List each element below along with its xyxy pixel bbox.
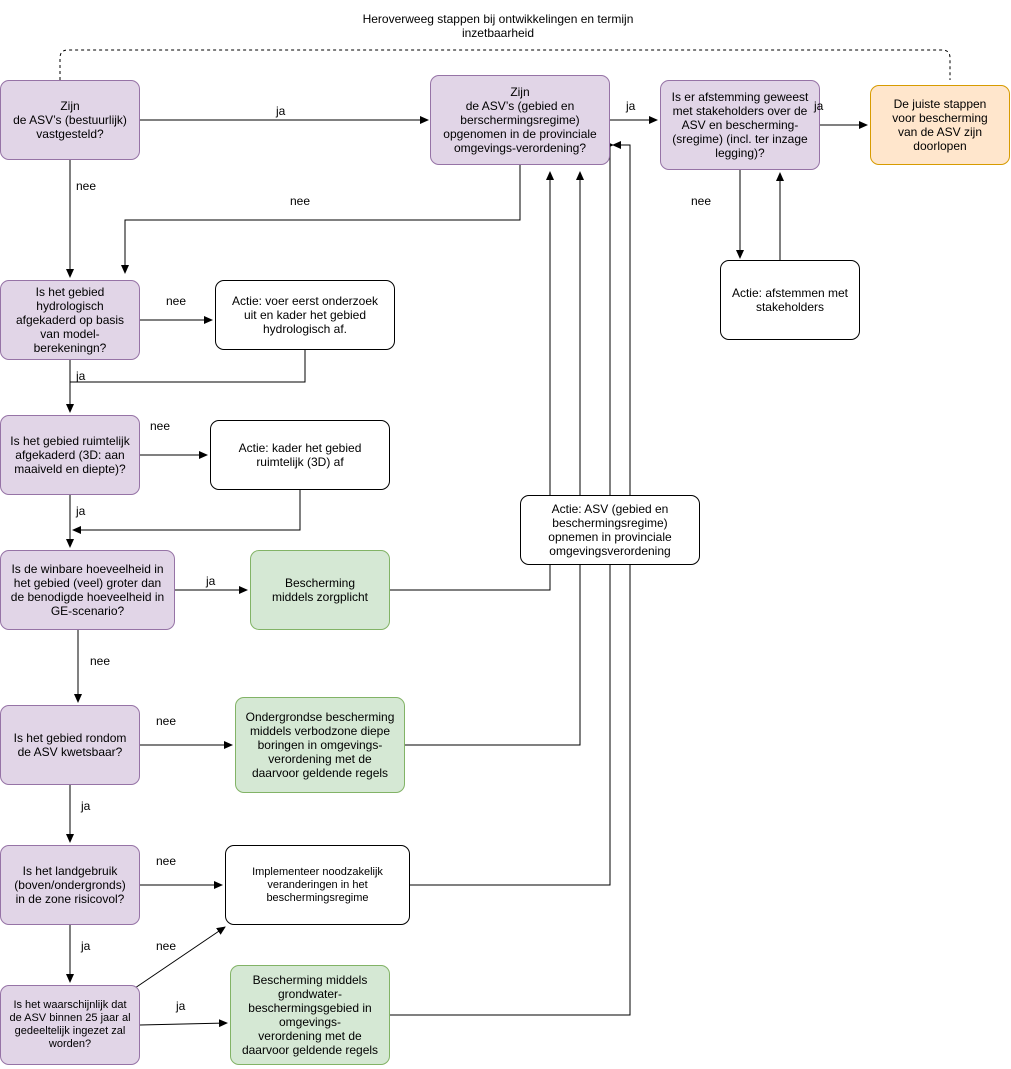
node-grondwater[interactable]: Bescherming middels grondwater- bescherm… [230,965,390,1065]
edge-label-ja: ja [626,99,636,113]
edge-actie-ruimtelijk-return [72,490,301,534]
edge-label-ja: ja [76,504,86,518]
node-ondergrondse[interactable]: Ondergrondse bescherming middels verbodz… [235,697,405,793]
node-actie-asv-opnemen[interactable]: Actie: ASV (gebied en beschermingsregime… [520,495,700,565]
feedback-loop-line [59,49,951,80]
edge-zorgplicht-opgenomen [390,171,554,591]
edge-label-ja: ja [81,939,91,953]
feedback-loop-label: Heroverweeg stappen bij ontwikkelingen e… [362,12,634,40]
edge-label-ja: ja [814,99,824,113]
node-winbare-hoeveelheid[interactable]: Is de winbare hoeveelheid in het gebied … [0,550,175,630]
edge-label-ja: ja [176,999,186,1013]
node-asv-vastgesteld[interactable]: Zijn de ASV’s (bestuurlijk) vastgesteld? [0,80,140,160]
node-actie-ruimtelijk[interactable]: Actie: kader het gebied ruimtelijk (3D) … [210,420,390,490]
edge-label-nee: nee [156,714,177,728]
node-asv-opgenomen[interactable]: Zijn de ASV’s (gebied en berschermingsre… [430,75,610,165]
edge-label-nee: nee [156,854,177,868]
edge-opgenomen-hydrologisch [121,165,521,274]
edge-label-ja: ja [276,104,286,118]
edge-waarschijnlijk-implementeer [134,926,226,989]
node-waarschijnlijk[interactable]: Is het waarschijnlijk dat de ASV binnen … [0,985,140,1065]
node-landgebruik[interactable]: Is het landgebruik (boven/ondergronds) i… [0,845,140,925]
node-afstemming-stakeholders[interactable]: Is er afstemming geweest met stakeholder… [660,80,820,170]
edge-onderzoek-return [70,350,306,383]
node-kwetsbaar[interactable]: Is het gebied rondom de ASV kwetsbaar? [0,705,140,785]
node-hydrologisch[interactable]: Is het gebied hydrologisch afgekaderd op… [0,280,140,360]
edge-label-nee: nee [150,419,171,433]
node-implementeer[interactable]: Implementeer noodzakelijk veranderingen … [225,845,410,925]
node-actie-afstemmen[interactable]: Actie: afstemmen met stakeholders [720,260,860,340]
edge-label-nee: nee [290,194,311,208]
edge-label-nee: nee [166,294,187,308]
node-actie-onderzoek[interactable]: Actie: voer eerst onderzoek uit en kader… [215,280,395,350]
edge-label-nee: nee [90,654,111,668]
edge-grondwater-opgenomen [390,141,631,1016]
node-ruimtelijk[interactable]: Is het gebied ruimtelijk afgekaderd (3D:… [0,415,140,495]
edge-label-nee: nee [76,179,97,193]
edge-waarschijnlijk-grondwater [139,1019,228,1028]
node-juiste-stappen[interactable]: De juiste stappen voor bescherming van d… [870,85,1010,165]
edge-label-ja: ja [76,369,86,383]
edge-label-ja: ja [206,574,216,588]
node-zorgplicht[interactable]: Bescherming middels zorgplicht [250,550,390,630]
edge-label-nee: nee [156,939,177,953]
edge-label-nee: nee [691,194,712,208]
edge-ondergrondse-opgenomen [405,171,584,746]
edge-label-ja: ja [81,799,91,813]
